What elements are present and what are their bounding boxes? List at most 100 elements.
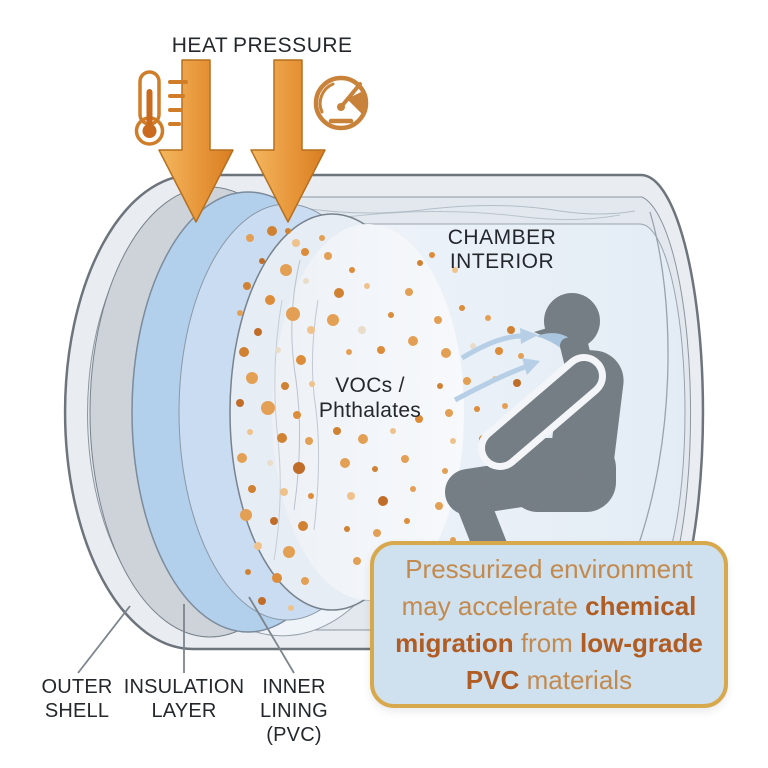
voc-particle (254, 542, 262, 550)
voc-particle (353, 557, 361, 565)
callout-bold-text: PVC (465, 664, 520, 695)
inner-lining-label: INNER LINING (PVC) (238, 675, 350, 747)
voc-particle (417, 260, 423, 266)
voc-particle (502, 403, 508, 409)
voc-particle (408, 336, 418, 346)
voc-particle (296, 355, 306, 365)
voc-particle (239, 347, 249, 357)
voc-particle (267, 226, 277, 236)
voc-particle (281, 382, 289, 390)
voc-particle (378, 496, 388, 506)
voc-particle (280, 264, 292, 276)
callout-line: Pressurized environment (405, 551, 693, 588)
voc-particle (240, 509, 252, 521)
voc-particle (270, 517, 278, 525)
voc-particle (474, 406, 480, 412)
voc-particle (301, 577, 309, 585)
voc-particle (441, 348, 451, 358)
voc-particle (319, 235, 325, 241)
voc-particle (303, 278, 309, 284)
voc-particle (285, 228, 291, 234)
voc-particle (272, 573, 282, 583)
voc-particle (507, 326, 515, 334)
voc-particle (373, 529, 381, 537)
vocs-line-2: Phthalates (318, 399, 422, 422)
voc-particle (450, 438, 456, 444)
outer-shell-label-line: SHELL (44, 700, 110, 722)
voc-particle (309, 381, 315, 387)
voc-particle (410, 486, 416, 492)
voc-particle (247, 429, 253, 435)
thermometer-icon (134, 70, 188, 146)
voc-particle (358, 326, 366, 334)
outer-shell-label-line: OUTER (41, 676, 113, 698)
heat-label: HEAT (171, 34, 229, 57)
inner-lining-label-line: INNER (262, 676, 326, 698)
voc-particle (437, 383, 443, 389)
seated-person (445, 293, 624, 573)
voc-particle (245, 569, 251, 575)
voc-particle (434, 316, 442, 324)
voc-particle (459, 305, 465, 311)
voc-particle (293, 462, 305, 474)
person-arm (485, 361, 599, 463)
voc-particle (327, 314, 339, 326)
voc-particle (301, 248, 309, 256)
heat-down-arrow-icon (158, 59, 234, 223)
callout-line: migration from low-grade (395, 625, 703, 662)
voc-particle (435, 502, 443, 510)
input-arrows (158, 59, 326, 223)
voc-particle (347, 492, 355, 500)
inhalation-arrowhead-icon (522, 358, 540, 375)
voc-particle (372, 466, 378, 472)
pressure-gauge-icon (313, 75, 369, 131)
outer-shell-label: OUTER SHELL (28, 675, 126, 723)
voc-particle (401, 455, 409, 463)
voc-particle (305, 437, 313, 445)
voc-particle (308, 493, 314, 499)
voc-particle (248, 485, 256, 493)
voc-particle (377, 346, 385, 354)
voc-particle (334, 288, 344, 298)
inhalation-arrowhead-icon (520, 328, 538, 344)
voc-particle (346, 349, 352, 355)
voc-particle (333, 427, 341, 435)
voc-particle (243, 282, 251, 290)
chamber-opening (272, 224, 464, 600)
voc-particle (246, 234, 254, 242)
voc-particle (277, 433, 287, 443)
voc-particle (358, 434, 368, 444)
voc-particle (485, 315, 491, 321)
chamber-interior-label: CHAMBER INTERIOR (447, 226, 557, 273)
voc-particle (470, 343, 476, 349)
callout-text: materials (519, 664, 633, 695)
insulation-layer-label: INSULATION LAYER (118, 675, 250, 723)
voc-particle (429, 252, 435, 258)
callout-bold-text: chemical (585, 590, 697, 621)
vocs-phthalates-label: VOCs / Phthalates (298, 373, 442, 423)
insulation-label-line: INSULATION (123, 676, 245, 698)
voc-particle (237, 310, 243, 316)
inhalation-arrows (453, 328, 540, 403)
voc-particle (324, 252, 332, 260)
voc-particle (390, 428, 396, 434)
voc-particle (267, 460, 273, 466)
voc-particle (513, 379, 521, 387)
voc-particle (288, 605, 294, 611)
inhalation-arrow-icon (453, 364, 526, 403)
vocs-line-1: VOCs / (335, 374, 405, 397)
callout-text: Pressurized environment (405, 553, 693, 584)
insulation-label-line: LAYER (151, 700, 217, 722)
pressure-down-arrow-icon (250, 59, 326, 223)
voc-particle (254, 328, 262, 336)
inner-lining-label-line: LINING (260, 700, 328, 722)
voc-particle (518, 353, 524, 359)
voc-particle (298, 521, 308, 531)
voc-particle (349, 267, 355, 273)
voc-particle (463, 377, 471, 385)
voc-particle (388, 312, 394, 318)
voc-particle (258, 597, 266, 605)
inhalation-arrow-icon (460, 333, 523, 361)
